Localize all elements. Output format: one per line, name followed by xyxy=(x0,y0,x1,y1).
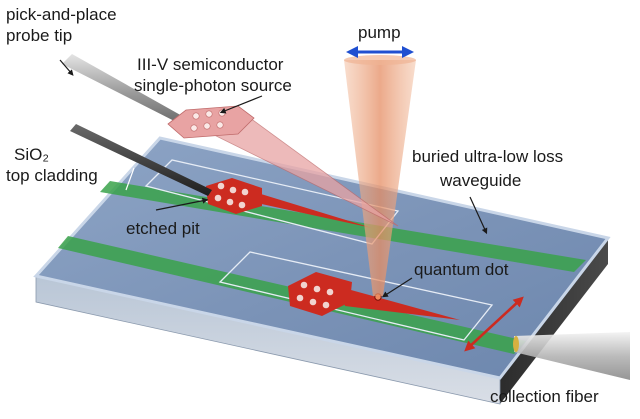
label-pump: pump xyxy=(358,23,401,42)
emission-direction-arrow xyxy=(464,296,524,352)
lifted-single-photon-source xyxy=(167,105,399,227)
lower-device-holes xyxy=(296,281,334,309)
upper-device-holes xyxy=(214,182,249,209)
probe-tip xyxy=(62,54,200,132)
probe-tip-dark xyxy=(70,124,212,196)
upper-device-taper xyxy=(248,190,372,228)
pump-beam xyxy=(344,46,416,296)
probe-tip-shaft xyxy=(62,54,200,132)
label-single-photon-source: III-V semiconductor single-photon source xyxy=(134,55,292,95)
collection-fiber-spot xyxy=(513,336,519,352)
leader-lines xyxy=(59,59,488,298)
lifted-source-body xyxy=(167,105,255,139)
label-quantum-dot: quantum dot xyxy=(414,260,509,279)
chip-side-face xyxy=(500,238,608,404)
label-collection-fiber: collection fiber xyxy=(490,387,599,406)
label-top-cladding: SiO₂ top cladding xyxy=(6,145,98,185)
pump-beam-top xyxy=(344,55,416,65)
label-waveguide: buried ultra-low loss waveguide xyxy=(412,147,568,190)
lower-device xyxy=(288,272,460,320)
collection-fiber xyxy=(513,332,630,380)
label-probe-tip: pick-and-place probe tip xyxy=(6,5,121,45)
upper-device xyxy=(206,178,372,228)
pump-beam-cone xyxy=(344,60,416,296)
lower-device-taper xyxy=(340,287,460,320)
label-etched-pit: etched pit xyxy=(126,219,200,238)
collection-fiber-body xyxy=(514,332,630,380)
